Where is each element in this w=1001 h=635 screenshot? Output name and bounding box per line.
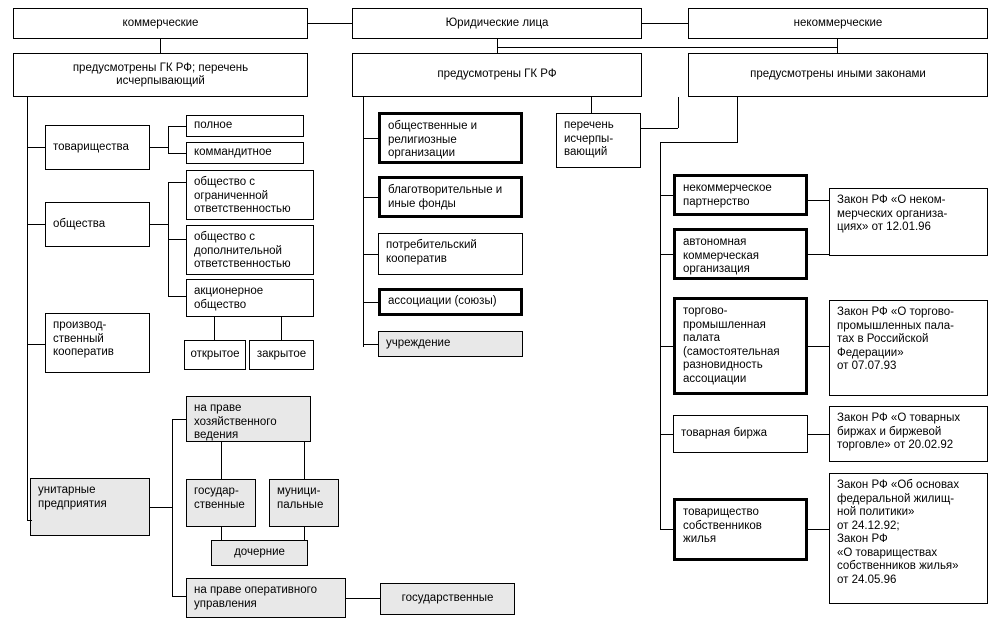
node-autonomous-organization: автономная коммерческая организация — [673, 228, 808, 280]
node-public-religious-orgs: общественные и религиозные организации — [378, 112, 523, 164]
connector-spine-exchange — [660, 434, 673, 435]
connector-spine-societies — [27, 224, 45, 225]
connector-ao-closed — [281, 317, 282, 340]
connector-unitary-bus — [172, 419, 173, 596]
node-partnerships: товарищества — [45, 125, 150, 170]
connector-gk-listexhaustive — [591, 97, 592, 113]
node-noncommercial: некоммерческие — [688, 8, 988, 39]
spine-commercial — [27, 97, 28, 521]
connector-societies-out — [150, 224, 168, 225]
connector-partnerships-bus — [168, 126, 169, 153]
node-state-institutions: государственные — [380, 583, 515, 615]
node-ooo: общество с ограниченной ответственностью — [186, 170, 314, 220]
node-subsidiary: дочерние — [211, 540, 308, 566]
connector-opermgmt-state — [346, 598, 380, 599]
node-list-exhaustive: перечень исчерпы- вающий — [556, 113, 641, 168]
law-chambers-of-commerce: Закон РФ «О торгово- промышленных пала- … — [829, 300, 988, 396]
law-housing-policy: Закон РФ «Об основах федеральной жилищ- … — [829, 473, 988, 604]
connector-spine-partnerships — [27, 147, 45, 148]
connector-gk-public — [363, 138, 378, 139]
connector-econ-municipal — [304, 442, 305, 479]
node-unitary-enterprises: унитарные предприятия — [30, 478, 150, 536]
connector-autonomous-law — [808, 254, 829, 255]
connector-spine-nonprofit — [660, 195, 673, 196]
connector-to-odo — [168, 239, 186, 240]
connector-root-noncommercial — [642, 23, 688, 24]
connector-commercial-down — [160, 39, 161, 53]
node-municipal-unitary: муници- пальные — [269, 479, 339, 527]
connector-otherlaws-to-list — [678, 97, 679, 128]
connector-gk-down — [497, 47, 498, 53]
connector-to-econ-mgmt — [172, 419, 186, 420]
node-consumer-cooperative: потребительский кооператив — [378, 233, 523, 275]
connector-chamber-law — [808, 346, 829, 347]
node-economic-management: на праве хозяйственного ведения — [186, 396, 311, 442]
connector-nonprofit-law — [808, 200, 829, 201]
connector-root-split — [497, 47, 838, 48]
node-societies: общества — [45, 202, 150, 247]
connector-state-subsidiary — [221, 527, 222, 540]
node-full-partnership: полное — [186, 115, 304, 137]
connector-root-commercial — [308, 23, 352, 24]
connector-unitary-out — [150, 507, 172, 508]
connector-gk-funds — [363, 197, 378, 198]
connector-to-ooo — [168, 182, 186, 183]
spine-gk — [363, 97, 364, 347]
connector-municipal-subsidiary — [304, 527, 305, 540]
node-odo: общество с дополнительной ответственност… — [186, 225, 314, 275]
connector-ao-open — [214, 317, 215, 340]
node-state-unitary: государ- ственные — [186, 479, 256, 527]
node-operational-management: на праве оперативного управления — [186, 578, 346, 618]
connector-otherlaws-spine-turn — [660, 142, 738, 143]
node-gk-exhaustive: предусмотрены ГК РФ; перечень исчерпываю… — [13, 53, 308, 97]
law-commodity-exchanges: Закон РФ «О товарных биржах и биржевой т… — [829, 406, 988, 462]
node-other-laws: предусмотрены иными законами — [688, 53, 988, 97]
connector-partnerships-out — [150, 147, 168, 148]
law-noncommercial-organizations: Закон РФ «О неком- мерческих организа- ц… — [829, 188, 988, 256]
node-limited-partnership: коммандитное — [186, 142, 304, 164]
node-joint-stock: акционерное общество — [186, 279, 314, 317]
node-gk: предусмотрены ГК РФ — [352, 53, 642, 97]
connector-exchange-law — [808, 434, 829, 435]
node-institution: учреждение — [378, 331, 523, 357]
node-charitable-funds: благотворительные и иные фонды — [378, 176, 523, 218]
connector-homeowners-law — [808, 529, 829, 530]
connector-spine-homeowners — [660, 529, 673, 530]
node-closed-jsc: закрытое — [249, 340, 314, 370]
node-commercial: коммерческие — [13, 8, 308, 39]
connector-to-full — [168, 126, 186, 127]
connector-spine-autonomous — [660, 254, 673, 255]
spine-otherlaws — [660, 142, 661, 530]
connector-gk-consumercoop — [363, 254, 378, 255]
node-open-jsc: открытое — [184, 340, 246, 370]
connector-gk-institution — [363, 344, 378, 345]
node-commodity-exchange: товарная биржа — [673, 415, 808, 453]
connector-otherlaws-spine-top — [737, 97, 738, 142]
connector-to-oper-mgmt — [172, 596, 186, 597]
node-associations: ассоциации (союзы) — [378, 288, 523, 316]
node-root: Юридические лица — [352, 8, 642, 39]
connector-gk-associations — [363, 302, 378, 303]
connector-to-limited — [168, 153, 186, 154]
connector-spine-prodcoop — [27, 344, 45, 345]
connector-spine-unitary — [27, 520, 32, 521]
node-homeowners-association: товарищество собственников жилья — [673, 498, 808, 561]
node-nonprofit-partnership: некоммерческое партнерство — [673, 174, 808, 216]
connector-to-ao — [168, 296, 186, 297]
connector-root-down — [497, 39, 498, 48]
connector-otherlaws-down — [837, 47, 838, 53]
connector-listexhaustive-right — [641, 128, 678, 129]
node-production-cooperative: производ- ственный кооператив — [45, 313, 150, 373]
node-chamber-of-commerce: торгово- промышленная палата (самостояте… — [673, 297, 808, 395]
connector-spine-chamber — [660, 346, 673, 347]
connector-noncommercial-down — [837, 39, 838, 47]
connector-econ-state — [221, 442, 222, 479]
